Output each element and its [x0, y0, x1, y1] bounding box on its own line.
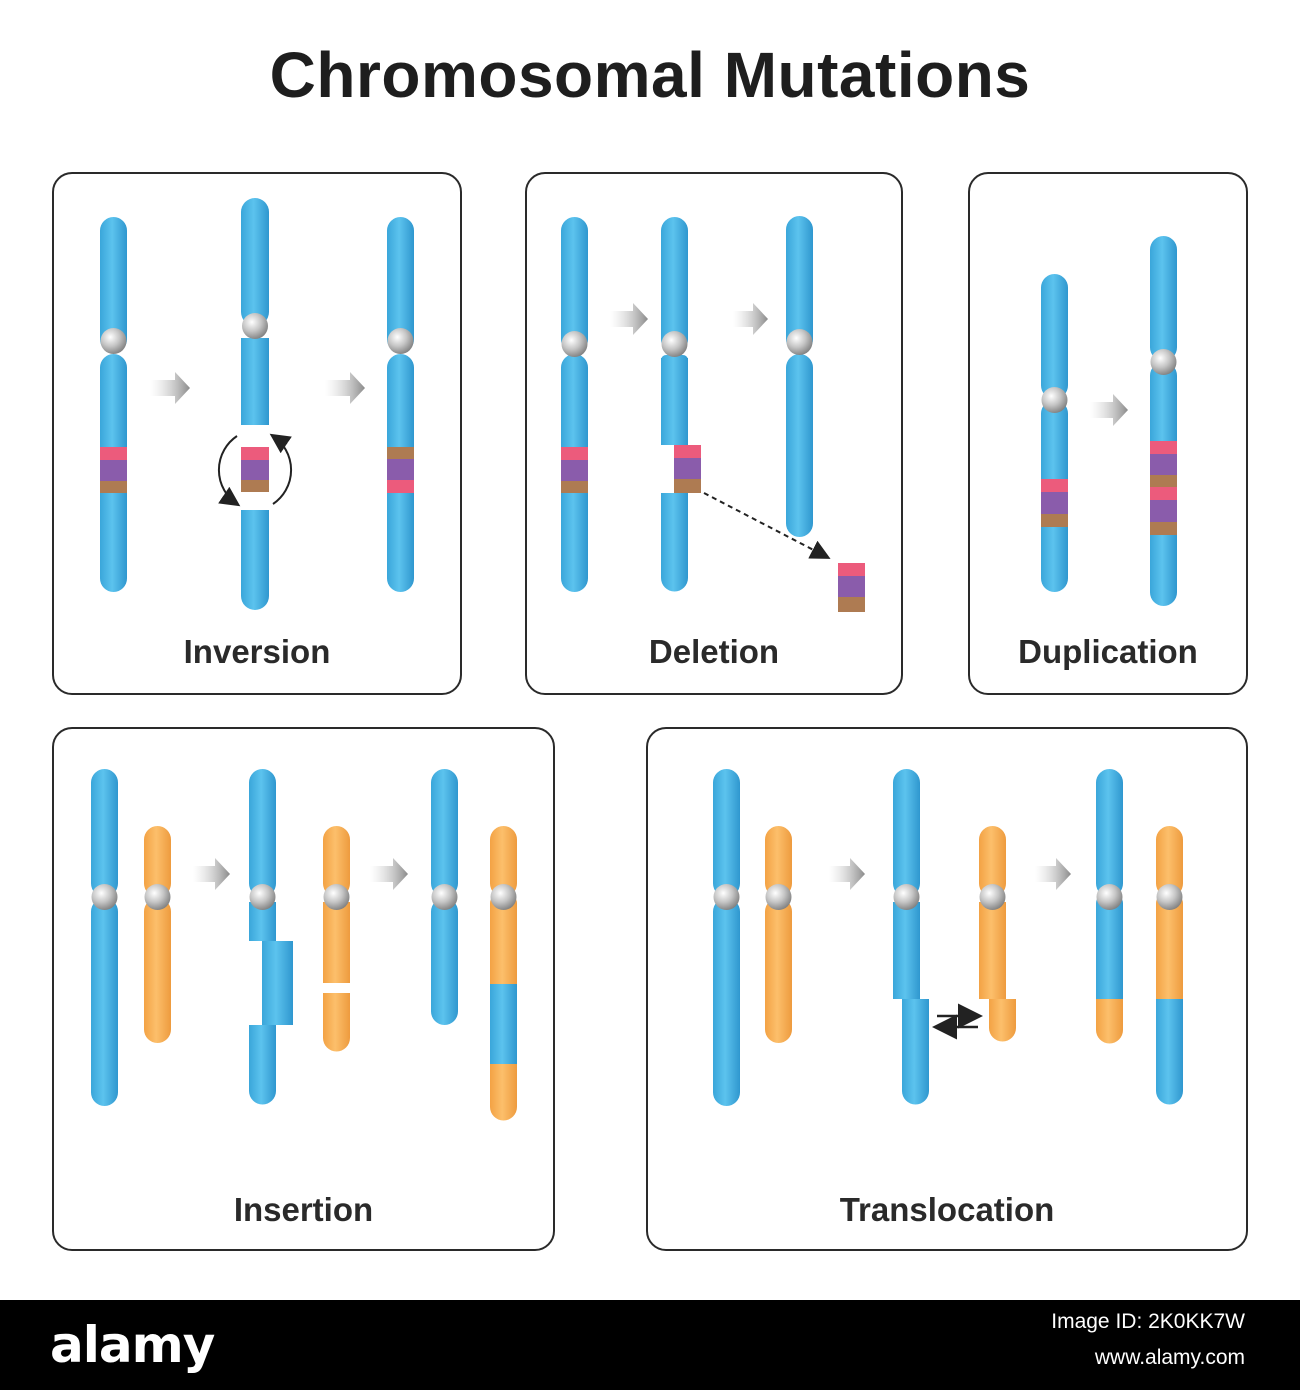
inversion-chromosome-result — [387, 217, 414, 592]
label-deletion: Deletion — [648, 633, 780, 670]
translocation-chromosome-orange-breaking — [979, 826, 1016, 1042]
panel-translocation: Translocation — [646, 727, 1248, 1251]
translocation-swap-arrows — [932, 1003, 983, 1040]
translocation-chromosome-orange-result — [1156, 826, 1183, 1105]
inversion-arrow-1 — [150, 372, 190, 404]
inversion-chromosome-original — [100, 217, 127, 592]
deleted-segment — [838, 563, 865, 612]
deletion-chromosome-original — [561, 217, 588, 592]
translocation-chromosome-blue-original — [713, 769, 740, 1106]
site-url-text: www.alamy.com — [1094, 1346, 1245, 1369]
label-duplication: Duplication — [1018, 633, 1198, 670]
image-id-text: Image ID: 2K0KK7W — [1051, 1310, 1245, 1333]
label-translocation: Translocation — [839, 1191, 1055, 1228]
insertion-chromosome-blue-result — [431, 769, 458, 1025]
label-insertion: Insertion — [233, 1191, 374, 1228]
insertion-chromosome-blue-breaking — [249, 769, 293, 1105]
duplication-chromosome-result — [1150, 236, 1177, 606]
translocation-arrow-1 — [829, 858, 865, 890]
brand-logo: alamy — [50, 1316, 215, 1374]
inversion-arrow-2 — [325, 372, 365, 404]
watermark-footer: alamy Image ID: 2K0KK7W www.alamy.com — [0, 1300, 1300, 1390]
insertion-chromosome-orange-breaking — [323, 826, 350, 1052]
duplication-chromosome-original — [1041, 274, 1068, 592]
panel-duplication: Duplication — [968, 172, 1248, 695]
insertion-arrow-1 — [193, 858, 230, 890]
insertion-chromosome-blue-original — [91, 769, 118, 1106]
deletion-arrow-1 — [610, 303, 648, 335]
translocation-arrow-2 — [1035, 858, 1071, 890]
insertion-chromosome-orange-original — [144, 826, 171, 1043]
insertion-chromosome-orange-result — [490, 826, 517, 1121]
translocation-chromosome-orange-original — [765, 826, 792, 1043]
label-inversion: Inversion — [183, 633, 331, 670]
diagram-artwork — [91, 198, 1183, 1121]
page-title: Chromosomal Mutations — [269, 39, 1031, 111]
translocation-chromosome-blue-result — [1096, 769, 1123, 1044]
duplication-arrow — [1090, 394, 1128, 426]
inversion-chromosome-breaking — [217, 198, 293, 610]
deletion-chromosome-result — [786, 216, 813, 537]
insertion-arrow-2 — [370, 858, 408, 890]
translocation-chromosome-blue-breaking — [893, 769, 929, 1105]
panel-insertion: Insertion — [52, 727, 555, 1251]
deletion-arrow-2 — [733, 303, 768, 335]
deletion-chromosome-breaking — [661, 217, 831, 592]
